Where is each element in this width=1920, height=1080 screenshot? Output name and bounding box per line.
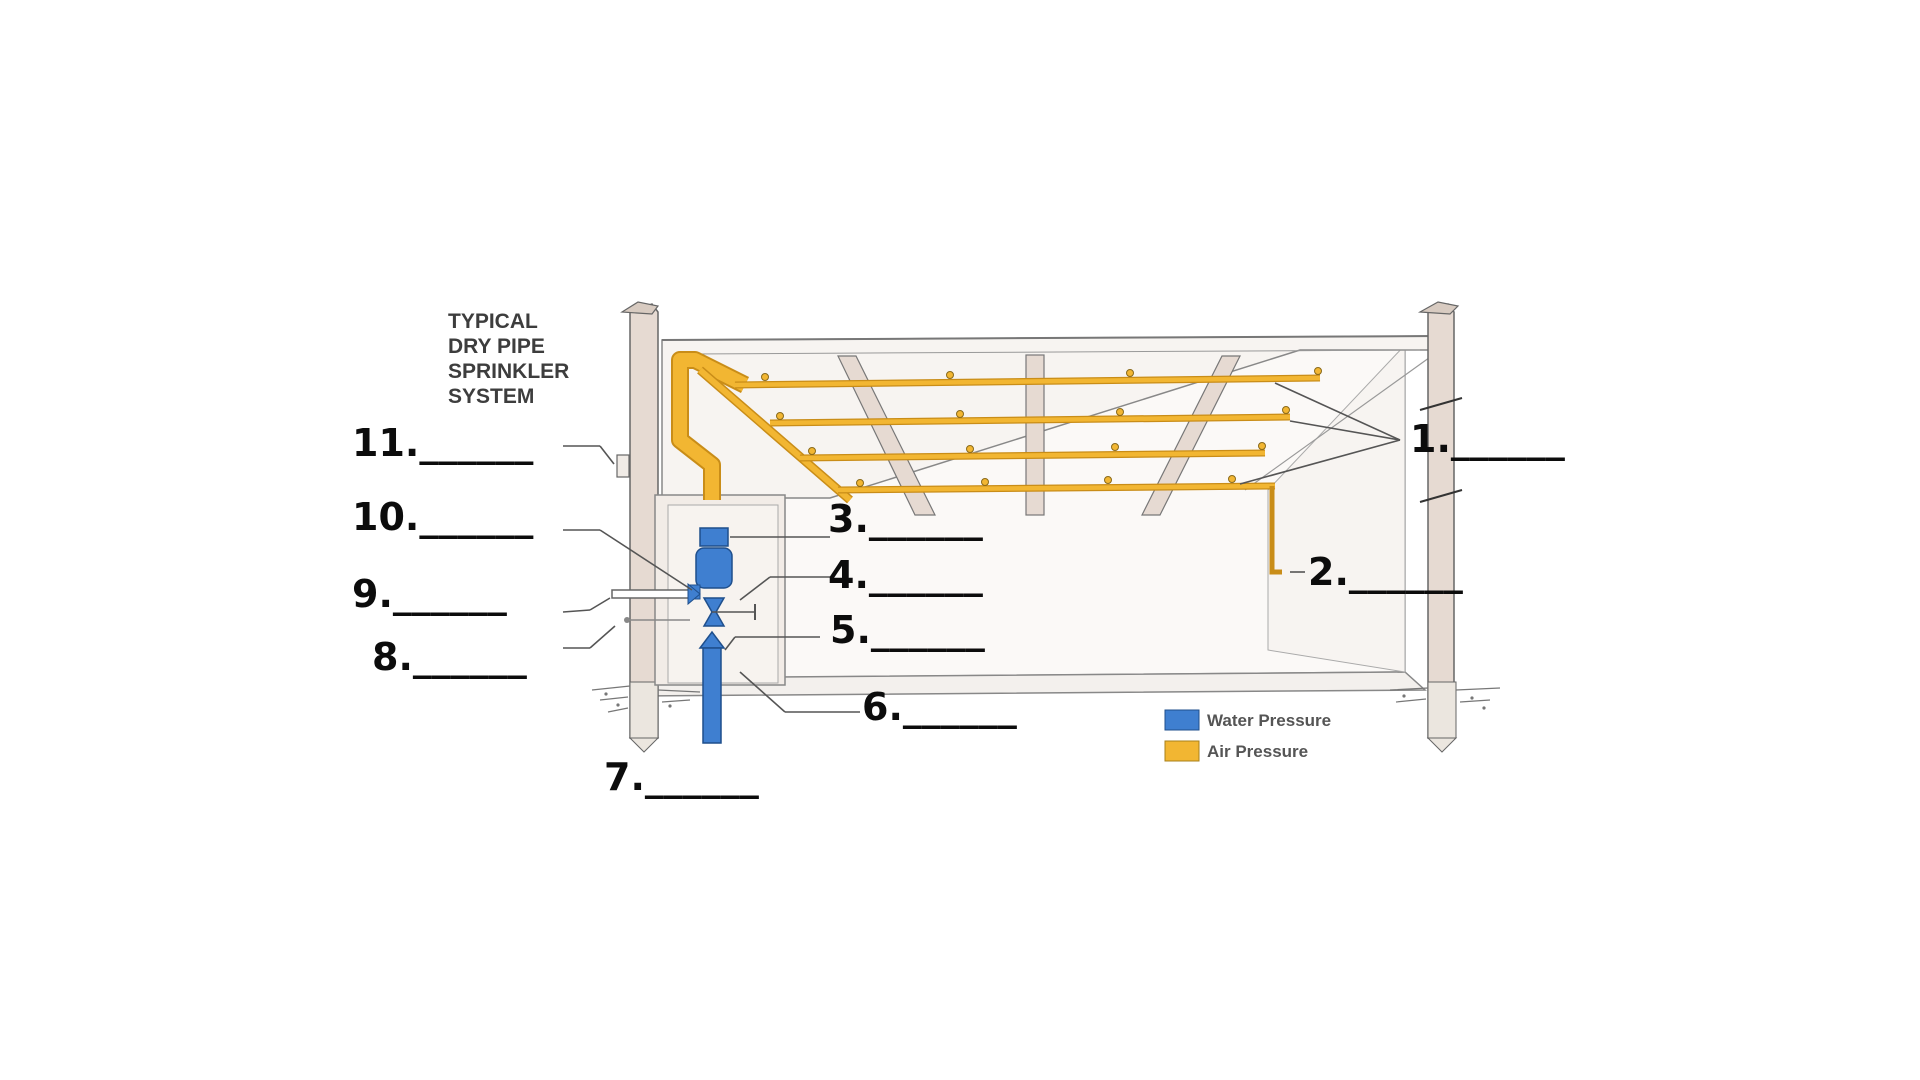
title-line-4: SYSTEM xyxy=(448,385,534,408)
blank-label-11: 11.______ xyxy=(352,421,533,465)
inspector-test-pipe xyxy=(1269,486,1282,575)
blank-label-5: 5.______ xyxy=(830,608,985,652)
blank-labels: 1.______ 2.______ 3.______ 4.______ 5.__… xyxy=(352,417,1565,799)
blank-label-1: 1.______ xyxy=(1410,417,1565,461)
title-line-3: SPRINKLER xyxy=(448,360,569,383)
blank-label-9: 9.______ xyxy=(352,572,507,616)
left-column xyxy=(629,303,659,739)
legend-swatch-air xyxy=(1164,740,1200,762)
leader-lines xyxy=(562,382,1401,713)
branch-lines xyxy=(734,374,1321,494)
valve-assembly xyxy=(611,527,756,744)
blank-label-10: 10.______ xyxy=(352,495,533,539)
blank-label-2: 2.______ xyxy=(1308,550,1463,594)
air-riser-pipe xyxy=(673,353,749,500)
blank-label-3: 3.______ xyxy=(828,497,983,541)
legend-label-water: Water Pressure xyxy=(1207,711,1331,730)
title-line-2: DRY PIPE xyxy=(448,335,545,358)
legend: Water Pressure Air Pressure xyxy=(1164,709,1331,762)
water-motor-alarm xyxy=(699,527,729,547)
legend-label-air: Air Pressure xyxy=(1207,742,1308,761)
blank-label-8: 8.______ xyxy=(372,635,527,679)
air-cross-main xyxy=(698,367,852,503)
sprinkler-heads xyxy=(761,367,1322,487)
title-line-1: TYPICAL xyxy=(448,310,538,333)
dry-pipe-valve xyxy=(695,547,733,589)
legend-swatch-water xyxy=(1164,709,1200,731)
water-supply-pipe xyxy=(702,647,722,744)
right-column xyxy=(1427,303,1455,739)
ground-footings xyxy=(591,681,1501,753)
roof-beams xyxy=(837,354,1241,516)
blank-label-7: 7.______ xyxy=(604,755,759,799)
fire-dept-connection xyxy=(611,589,691,599)
diagram-title: TYPICAL DRY PIPE SPRINKLER SYSTEM xyxy=(448,310,569,408)
blank-label-4: 4.______ xyxy=(828,553,983,597)
blank-label-6: 6.______ xyxy=(862,685,1017,729)
alarm-bell xyxy=(616,454,630,478)
air-piping xyxy=(671,351,1322,575)
